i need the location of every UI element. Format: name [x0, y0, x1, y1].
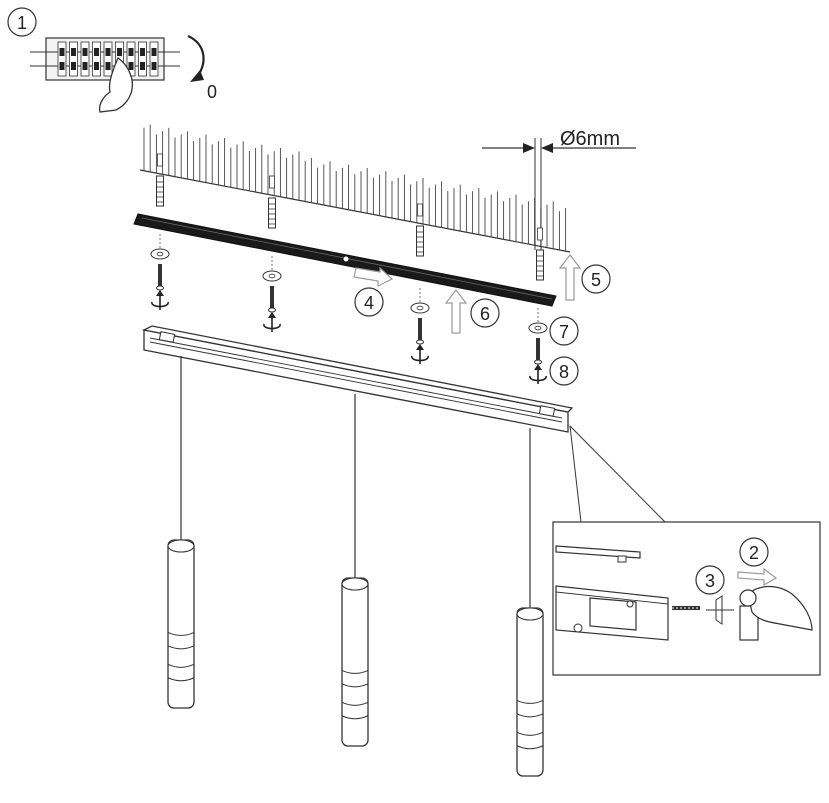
- step-6-marker: 6: [470, 298, 500, 328]
- step-7-number: 7: [559, 322, 569, 342]
- wall-plugs: [156, 153, 544, 281]
- mounting-bracket: [133, 213, 557, 307]
- step-2-number: 2: [749, 543, 759, 563]
- detail-callout: [552, 425, 821, 676]
- drill-diameter-label: Ø6mm: [560, 128, 620, 150]
- pendants: [167, 539, 544, 777]
- pendant-light: [341, 577, 369, 747]
- step-3-number: 3: [705, 571, 715, 591]
- wall-plug: [268, 175, 276, 229]
- wall-plug: [156, 153, 164, 207]
- step-4-number: 4: [364, 293, 374, 313]
- step-3-marker: 3: [695, 565, 725, 595]
- step-4-marker: 4: [354, 287, 384, 317]
- pendant-light: [516, 607, 544, 777]
- wall-plug: [536, 227, 544, 281]
- lift-arrow-step-6: [444, 289, 468, 334]
- slide-arrow-step-4: [353, 266, 394, 287]
- step-5-number: 5: [591, 270, 601, 290]
- step-8-marker: 8: [549, 356, 579, 386]
- step-6-number: 6: [480, 304, 490, 324]
- step-1-number: 1: [17, 13, 27, 33]
- breaker-panel: 0: [30, 34, 217, 113]
- step-1-marker: 1: [7, 7, 37, 37]
- suspension-cables: [180, 356, 531, 608]
- pendant-light: [167, 539, 195, 709]
- screw-set: [262, 256, 282, 332]
- breaker-off-label: 0: [207, 82, 217, 102]
- screw-set: [150, 234, 170, 310]
- hand-icon: [747, 585, 813, 631]
- step-8-number: 8: [559, 362, 569, 382]
- screw-set: [410, 288, 430, 364]
- rotate-arrow-icon: [187, 34, 205, 79]
- step-2-marker: 2: [739, 537, 769, 567]
- step-7-marker: 7: [549, 316, 579, 346]
- screw-set: [528, 308, 548, 384]
- screw-sets: [150, 234, 548, 384]
- lamp-canopy: [141, 325, 574, 433]
- lift-arrow-step-5: [558, 254, 582, 301]
- hand-icon: [98, 57, 134, 113]
- step-5-marker: 5: [581, 264, 611, 294]
- wall-plug: [416, 203, 424, 257]
